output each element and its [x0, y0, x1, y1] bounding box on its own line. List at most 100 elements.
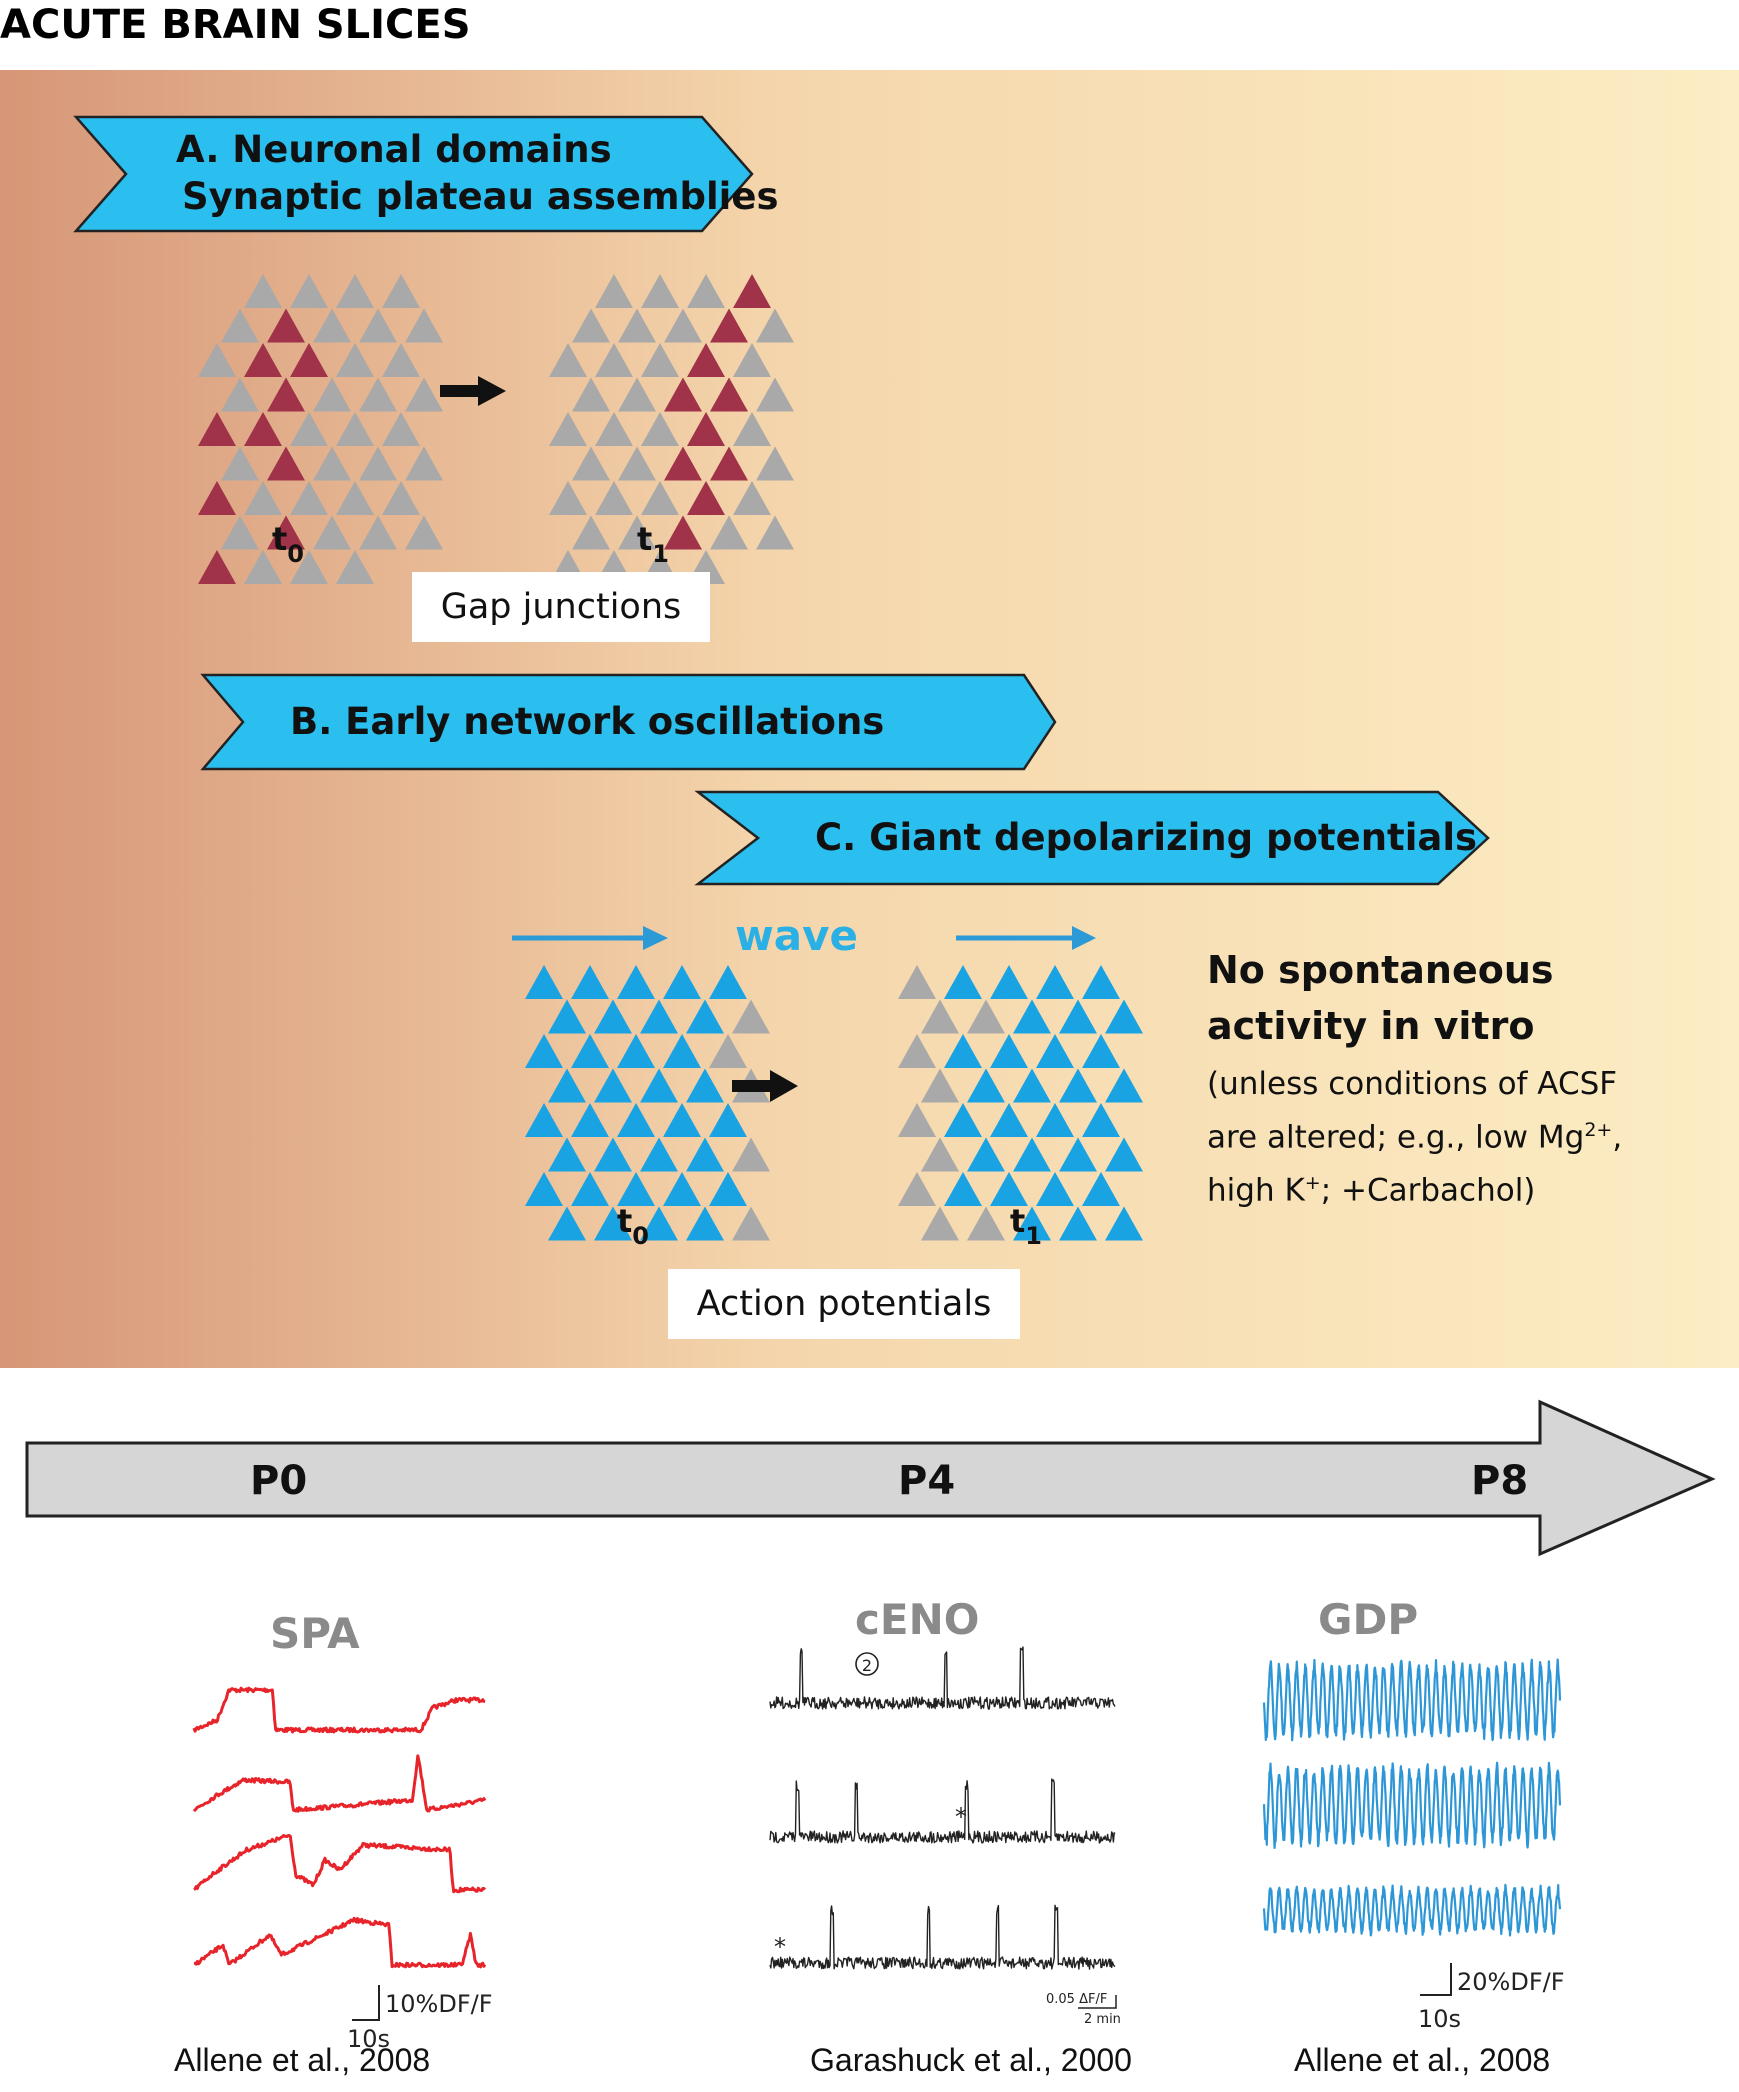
side-note-body-line1: (unless conditions of ACSF: [1207, 1066, 1618, 1102]
neuron-inactive: [618, 515, 656, 550]
neuron-inactive: [710, 515, 748, 550]
neuron-inactive: [687, 274, 725, 308]
neuron-active: [990, 1034, 1028, 1068]
neuron-active: [617, 1172, 655, 1206]
neuron-inactive: [898, 1172, 936, 1206]
neuron-inactive: [595, 343, 633, 377]
ceno-trace-2: [769, 1778, 1116, 1844]
neuron-inactive: [595, 481, 633, 515]
neuron-inactive: [336, 412, 374, 446]
neuron-active: [1082, 1172, 1120, 1206]
banner-b: B. Early network oscillations: [200, 673, 1057, 771]
neuron-active: [664, 446, 702, 481]
neuron-inactive: [572, 515, 610, 550]
neuron-inactive: [549, 343, 587, 377]
banner-a-line2: Synaptic plateau assemblies: [182, 175, 778, 218]
neuron-inactive: [221, 446, 259, 481]
neuron-active: [1013, 1206, 1051, 1241]
neuron-inactive: [921, 1137, 959, 1172]
spa-trace-4: [193, 1916, 487, 1969]
svg-text:10s: 10s: [347, 2025, 390, 2053]
neuron-inactive: [313, 377, 351, 412]
svg-text:0.05 ΔF/F: 0.05 ΔF/F: [1046, 1992, 1107, 2007]
neuron-active: [687, 412, 725, 446]
neuron-inactive: [290, 481, 328, 515]
ceno-traces: [769, 1646, 1116, 1970]
neuron-inactive: [405, 515, 443, 550]
spa-citation: Allene et al., 2008: [174, 2042, 431, 2078]
neuron-inactive: [641, 481, 679, 515]
neuron-inactive: [313, 515, 351, 550]
neuron-inactive: [244, 274, 282, 308]
neuron-active: [548, 999, 586, 1034]
side-note-heading: No spontaneous activity in vitro: [1207, 942, 1554, 1054]
banner-c: C. Giant depolarizing potentials: [694, 790, 1490, 886]
neuron-inactive: [572, 308, 610, 343]
neuron-inactive: [921, 999, 959, 1034]
gdp-trace-1: [1262, 1658, 1562, 1742]
neuron-inactive: [733, 412, 771, 446]
neuron-inactive: [405, 377, 443, 412]
neuron-inactive: [733, 481, 771, 515]
neuron-active: [710, 308, 748, 343]
neuron-inactive: [359, 308, 397, 343]
ceno-marker-2-icon: 2: [855, 1652, 879, 1676]
neuron-inactive: [733, 343, 771, 377]
neuron-inactive: [336, 481, 374, 515]
neuron-active: [267, 308, 305, 343]
spa-traces: [192, 1686, 487, 1969]
neuron-inactive: [359, 446, 397, 481]
wave-arrow-right-icon: [956, 926, 1096, 950]
arrow-a-icon: [440, 376, 506, 406]
ceno-trace-3: [769, 1904, 1116, 1970]
label-c-t0: t0: [617, 1202, 649, 1250]
neuron-inactive: [405, 308, 443, 343]
neuron-active: [686, 999, 724, 1034]
ceno-trace-1: [769, 1646, 1116, 1710]
neuron-active: [594, 1068, 632, 1103]
neuron-inactive: [641, 412, 679, 446]
wave-arrow-left-icon: [512, 926, 668, 950]
neuron-inactive: [221, 308, 259, 343]
neuron-inactive: [618, 377, 656, 412]
neuron-active: [664, 515, 702, 550]
neuron-active: [571, 1172, 609, 1206]
neuron-inactive: [664, 308, 702, 343]
neuron-inactive: [382, 481, 420, 515]
neuron-active: [1105, 1206, 1143, 1241]
side-note-body-line2: are altered; e.g., low Mg2+,: [1207, 1119, 1623, 1156]
neuron-inactive: [549, 412, 587, 446]
neuron-inactive: [898, 965, 936, 999]
neuron-active: [1036, 1103, 1074, 1137]
timeline-arrow: P0 P4 P8: [25, 1399, 1716, 1557]
spa-scale-bar: 10%DF/F 10s: [347, 1985, 493, 2053]
neuron-inactive: [244, 550, 282, 584]
neuron-inactive: [898, 1034, 936, 1068]
neuron-active: [594, 1137, 632, 1172]
neuron-inactive: [313, 446, 351, 481]
side-note-heading-line1: No spontaneous: [1207, 948, 1554, 992]
neuron-active: [709, 1172, 747, 1206]
gdp-trace-2: [1262, 1761, 1562, 1849]
neuron-active: [686, 1068, 724, 1103]
neuron-active: [967, 1068, 1005, 1103]
neuron-inactive: [572, 377, 610, 412]
neuron-active: [548, 1206, 586, 1241]
neuron-active: [1059, 1068, 1097, 1103]
wave-label: wave: [735, 911, 858, 960]
neuron-active: [244, 343, 282, 377]
spa-label: SPA: [270, 1609, 360, 1658]
neuron-active: [1059, 1206, 1097, 1241]
neuron-inactive: [921, 1206, 959, 1241]
neuron-active: [571, 965, 609, 999]
neuron-inactive: [898, 1103, 936, 1137]
neuron-active: [525, 1172, 563, 1206]
neuron-grid-a-t0: [198, 274, 443, 584]
banner-b-label: B. Early network oscillations: [290, 700, 884, 743]
label-c-t1: t1: [1010, 1202, 1042, 1250]
neuron-inactive: [732, 999, 770, 1034]
neuron-inactive: [405, 446, 443, 481]
ceno-scale-bar: 0.05 ΔF/F 2 min: [1046, 1992, 1121, 2027]
timeline-p0: P0: [250, 1458, 307, 1504]
